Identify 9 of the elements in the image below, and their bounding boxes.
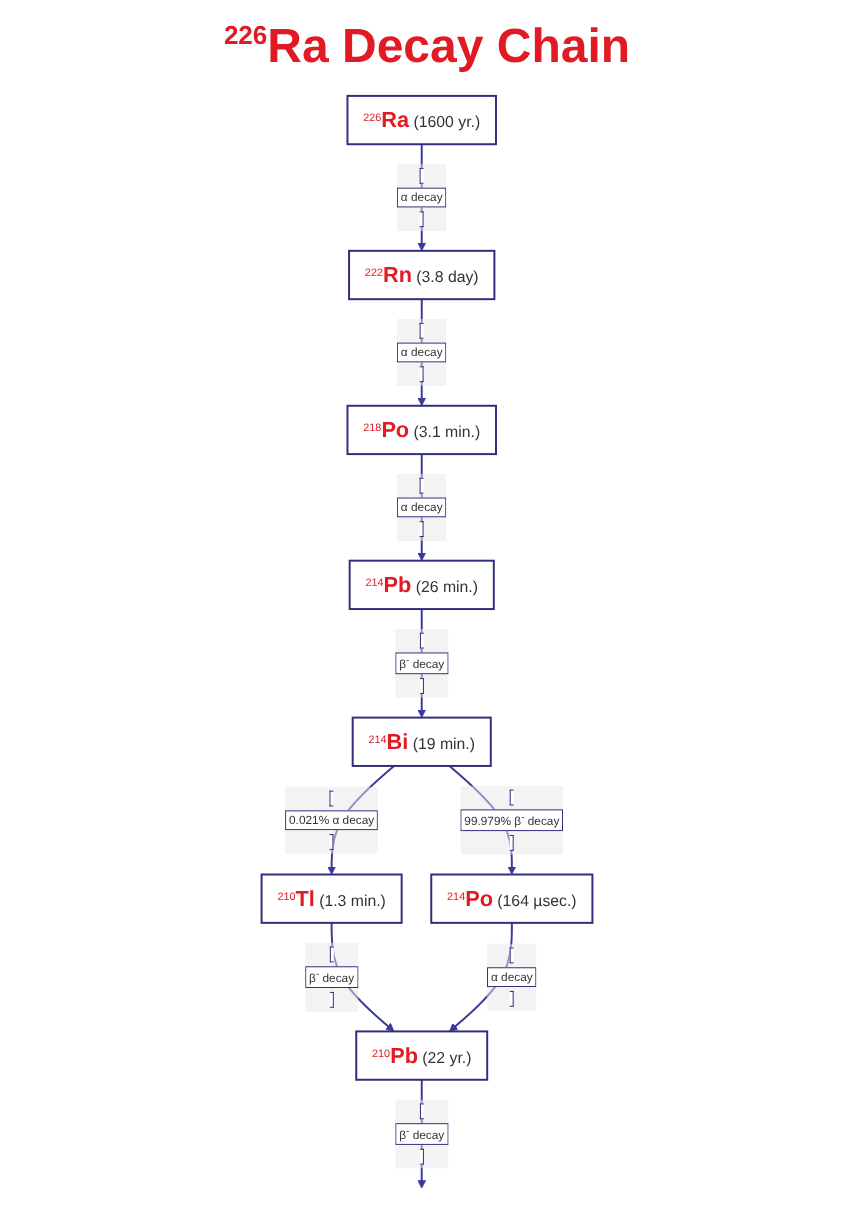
node-box [346,94,497,146]
title: $^{226}$Ra Decay Chain [223,20,631,76]
node-box [348,559,495,611]
node-box [260,873,403,924]
node-box [430,873,594,924]
node-box [355,1030,489,1081]
node-box [351,716,492,767]
node-box [346,404,497,456]
node-box [348,249,496,301]
